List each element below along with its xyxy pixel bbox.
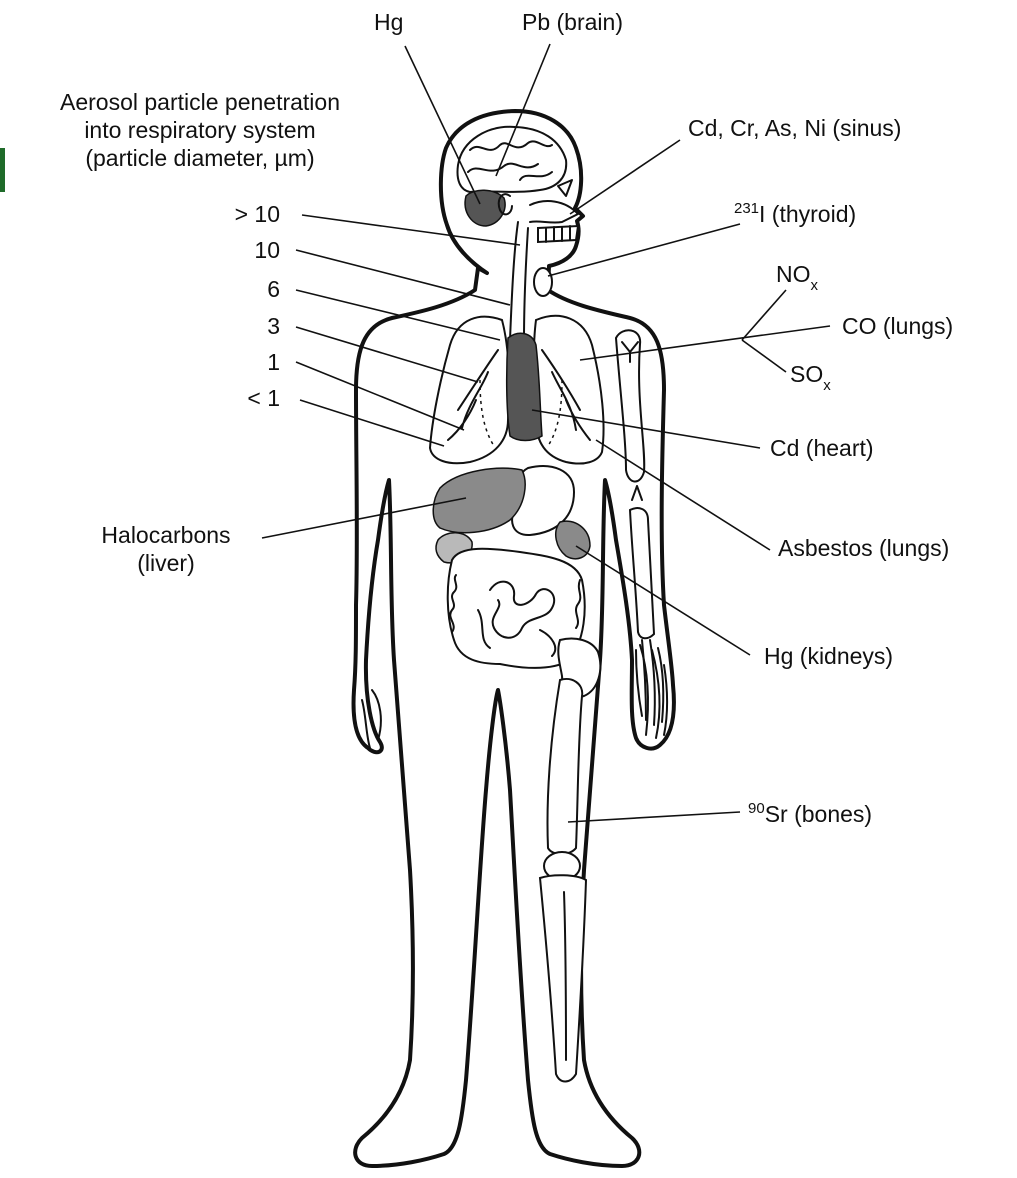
label-nox-main: NO bbox=[776, 261, 811, 287]
leader-size-lt1 bbox=[300, 400, 444, 446]
edge-marker bbox=[0, 148, 5, 192]
label-sr-text: Sr (bones) bbox=[765, 801, 872, 827]
elbow-mark bbox=[632, 486, 642, 500]
label-aerosol-line3: (particle diameter, µm) bbox=[85, 145, 314, 171]
leader-size-6 bbox=[296, 290, 500, 340]
heart bbox=[507, 333, 542, 440]
body-figure bbox=[354, 111, 674, 1166]
label-aerosol-line2: into respiratory system bbox=[84, 117, 315, 143]
leader-asbestos bbox=[596, 440, 770, 550]
trachea bbox=[510, 222, 528, 340]
label-hg-kidneys: Hg (kidneys) bbox=[764, 643, 893, 669]
label-sr-superscript: 90 bbox=[748, 800, 765, 817]
nasal-cavity bbox=[530, 201, 578, 222]
label-thyroid: 231I (thyroid) bbox=[734, 200, 856, 227]
particle-size-gt10: > 10 bbox=[235, 201, 280, 227]
label-halocarbons-line2: (liver) bbox=[137, 550, 195, 576]
label-pb-brain: Pb (brain) bbox=[522, 9, 623, 35]
right-kidney bbox=[556, 521, 590, 559]
label-asbestos: Asbestos (lungs) bbox=[778, 535, 949, 561]
femur bbox=[548, 679, 583, 854]
leader-sox bbox=[742, 340, 786, 372]
label-sr-bones: 90Sr (bones) bbox=[748, 800, 872, 827]
particle-size-10: 10 bbox=[254, 237, 280, 263]
particle-size-6: 6 bbox=[267, 276, 280, 302]
label-nox-subscript: x bbox=[811, 277, 819, 294]
thyroid-gland bbox=[534, 268, 552, 296]
label-halocarbons-line1: Halocarbons bbox=[101, 522, 230, 548]
label-thyroid-text: I (thyroid) bbox=[759, 201, 856, 227]
label-co-lungs: CO (lungs) bbox=[842, 313, 953, 339]
label-cd-heart: Cd (heart) bbox=[770, 435, 874, 461]
eye bbox=[558, 180, 572, 196]
label-sox: SOx bbox=[790, 361, 831, 394]
particle-size-3: 3 bbox=[267, 313, 280, 339]
label-aerosol-line1: Aerosol particle penetration bbox=[60, 89, 340, 115]
label-sinus: Cd, Cr, As, Ni (sinus) bbox=[688, 115, 901, 141]
forearm-bone bbox=[630, 508, 654, 638]
leader-sr-bones bbox=[568, 812, 740, 822]
label-nox: NOx bbox=[776, 261, 819, 294]
label-thyroid-superscript: 231 bbox=[734, 200, 759, 217]
tibia bbox=[540, 875, 586, 1081]
leader-sinus bbox=[570, 140, 680, 214]
label-hg-brain: Hg bbox=[374, 9, 403, 35]
label-sox-subscript: x bbox=[823, 377, 831, 394]
particle-size-lt1: < 1 bbox=[247, 385, 280, 411]
particle-size-1: 1 bbox=[267, 349, 280, 375]
teeth bbox=[538, 226, 578, 242]
label-sox-main: SO bbox=[790, 361, 823, 387]
